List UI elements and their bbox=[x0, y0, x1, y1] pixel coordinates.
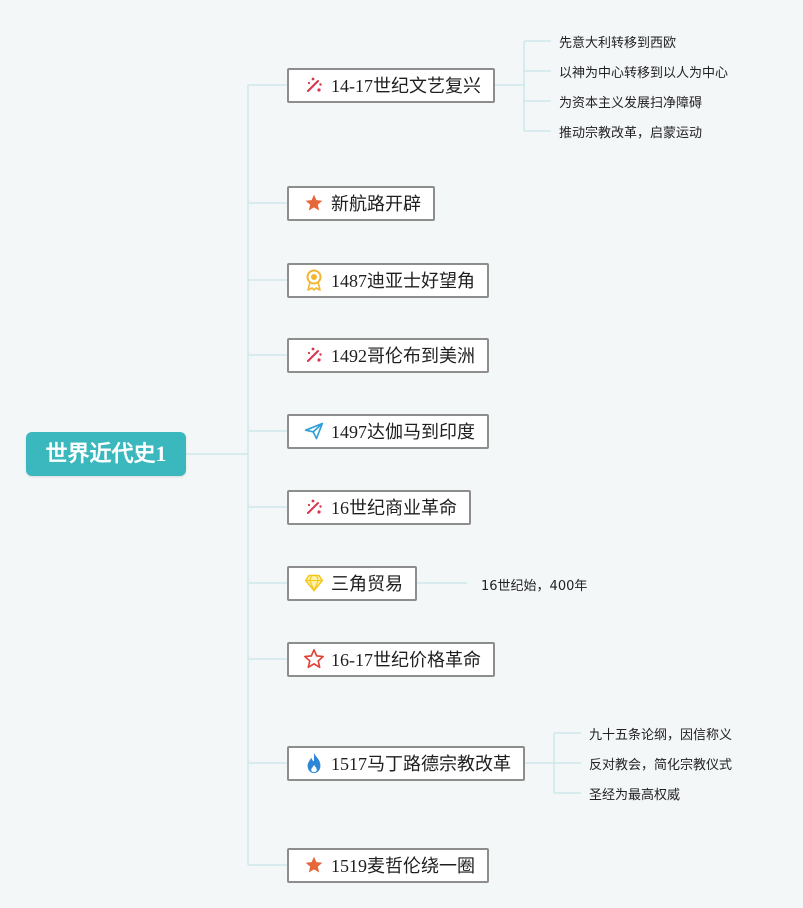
leaf-node[interactable]: 16世纪始，400年 bbox=[481, 579, 588, 594]
diamond-icon bbox=[303, 572, 325, 594]
leaf-node[interactable]: 以神为中心转移到以人为中心 bbox=[559, 66, 729, 81]
flame-icon bbox=[303, 752, 325, 774]
leaf-node[interactable]: 先意大利转移到西欧 bbox=[559, 36, 677, 51]
star-filled-icon bbox=[303, 192, 325, 214]
paper-plane-icon bbox=[303, 420, 325, 442]
branch-node[interactable]: 三角贸易 bbox=[287, 565, 417, 601]
branch-label: 1519麦哲伦绕一圈 bbox=[331, 856, 475, 876]
branch-node[interactable]: 16世纪商业革命 bbox=[287, 489, 471, 525]
leaf-node[interactable]: 推动宗教改革，启蒙运动 bbox=[559, 126, 703, 141]
branch-label: 新航路开辟 bbox=[331, 194, 421, 214]
leaf-node[interactable]: 圣经为最高权威 bbox=[589, 788, 681, 803]
branch-label: 1487迪亚士好望角 bbox=[331, 271, 475, 291]
branch-label: 16世纪商业革命 bbox=[331, 498, 457, 518]
medal-icon bbox=[303, 269, 325, 291]
branch-label: 16-17世纪价格革命 bbox=[331, 650, 481, 670]
branch-node[interactable]: 1492哥伦布到美洲 bbox=[287, 337, 489, 373]
sparkle-icon bbox=[303, 496, 325, 518]
sparkle-icon bbox=[303, 74, 325, 96]
root-node[interactable]: 世界近代史1 bbox=[26, 432, 186, 476]
branch-label: 三角贸易 bbox=[331, 574, 403, 594]
leaf-node[interactable]: 九十五条论纲，因信称义 bbox=[589, 728, 733, 743]
branch-node[interactable]: 1519麦哲伦绕一圈 bbox=[287, 847, 489, 883]
branch-node[interactable]: 1487迪亚士好望角 bbox=[287, 262, 489, 298]
leaf-node[interactable]: 为资本主义发展扫净障碍 bbox=[559, 96, 703, 111]
star-filled-icon bbox=[303, 854, 325, 876]
branch-label: 1497达伽马到印度 bbox=[331, 422, 475, 442]
branch-node[interactable]: 新航路开辟 bbox=[287, 185, 435, 221]
branch-node[interactable]: 14-17世纪文艺复兴 bbox=[287, 67, 495, 103]
branch-label: 14-17世纪文艺复兴 bbox=[331, 76, 481, 96]
branch-node[interactable]: 1497达伽马到印度 bbox=[287, 413, 489, 449]
sparkle-icon bbox=[303, 344, 325, 366]
branch-label: 1517马丁路德宗教改革 bbox=[331, 754, 511, 774]
branch-label: 1492哥伦布到美洲 bbox=[331, 346, 475, 366]
branch-node[interactable]: 1517马丁路德宗教改革 bbox=[287, 745, 525, 781]
branch-node[interactable]: 16-17世纪价格革命 bbox=[287, 641, 495, 677]
leaf-node[interactable]: 反对教会，简化宗教仪式 bbox=[589, 758, 733, 773]
star-outline-icon bbox=[303, 648, 325, 670]
